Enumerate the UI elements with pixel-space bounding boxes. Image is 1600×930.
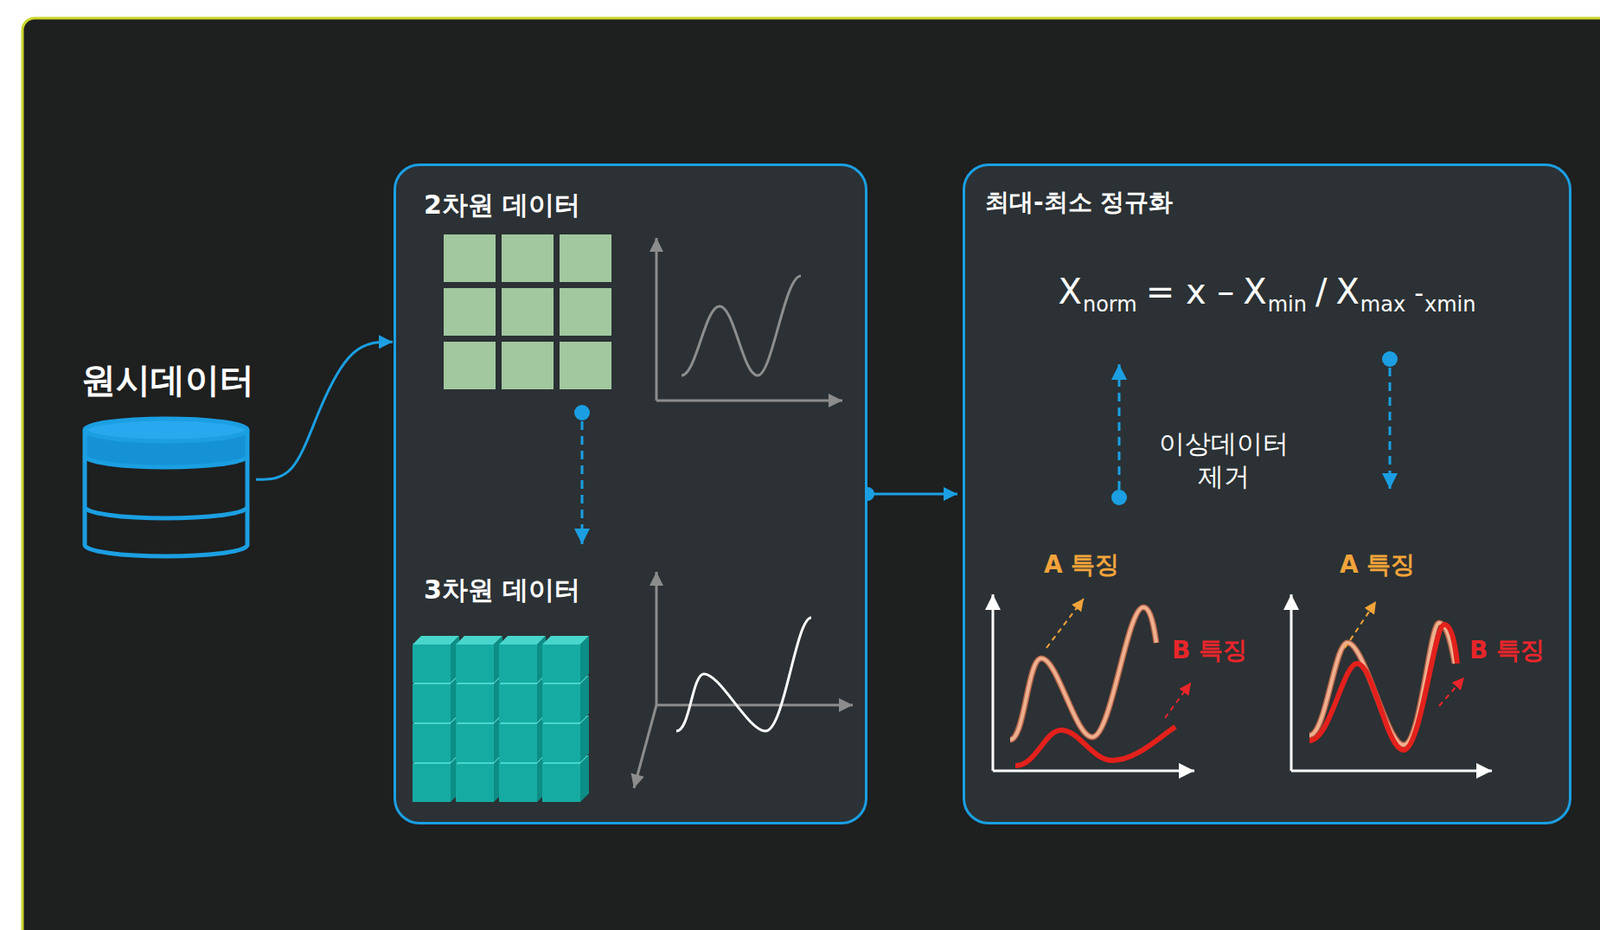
- formula-subscript: norm: [1082, 292, 1138, 318]
- grid-cell: [443, 341, 496, 390]
- cube: [412, 715, 460, 762]
- cube: [542, 715, 589, 762]
- formula-symbol: = x –: [1145, 270, 1236, 313]
- feature-b-curve: [1309, 624, 1458, 750]
- arrow-dot: [574, 404, 590, 421]
- feature-a-curve: [1010, 607, 1157, 740]
- formula-subscript: xmin: [1424, 292, 1476, 318]
- axis-line: [992, 594, 995, 771]
- panel-heading-slot: 3차원 데이터: [423, 574, 581, 606]
- cube: [542, 675, 589, 723]
- axis-line: [1291, 769, 1492, 773]
- axis-line: [655, 571, 659, 705]
- cube: [412, 635, 460, 683]
- grid-cell: [443, 234, 496, 282]
- cylinder-ring: [84, 506, 248, 519]
- leader-line: [1164, 682, 1191, 718]
- flow-arrow: [867, 492, 958, 496]
- feature-label-slot: B 특징: [1171, 635, 1248, 666]
- grid-cell: [559, 234, 612, 282]
- feature-b-curve: [1015, 726, 1176, 766]
- leader-line: [1439, 677, 1465, 706]
- panel-heading-slot: 최대-최소 정규화: [985, 187, 1173, 218]
- node-heading: 원시데이터: [81, 358, 255, 401]
- formula-symbol: /: [1315, 270, 1327, 313]
- axis-line: [656, 399, 843, 403]
- dashed-arrow: [581, 421, 584, 544]
- formula-symbol: -: [1414, 277, 1424, 309]
- cube: [455, 635, 503, 683]
- formula-symbol: X: [1335, 270, 1359, 313]
- formula-symbol: X: [1058, 270, 1082, 313]
- cube-3d: [412, 635, 589, 802]
- wave-curve: [676, 617, 812, 731]
- data-panel: 2차원 데이터 3차원 데이터: [393, 163, 868, 825]
- cube: [412, 755, 460, 802]
- arrow-dot: [1382, 351, 1398, 367]
- dashed-arrow: [1388, 367, 1392, 489]
- data-illustration: [393, 163, 868, 825]
- panel-heading-slot: 2차원 데이터: [423, 189, 581, 221]
- feature-label-slot: B 특징: [1469, 635, 1545, 666]
- cube: [499, 755, 546, 802]
- grid-cell: [501, 341, 554, 390]
- cube: [455, 755, 503, 802]
- cube: [455, 715, 503, 762]
- cube: [499, 715, 546, 762]
- cube: [499, 635, 546, 683]
- feature-a-curve: [1309, 622, 1455, 745]
- normalization-panel: 최대-최소 정규화Xnorm= x –Xmin/Xmax-xmin이상데이터 제…: [962, 163, 1572, 825]
- axis-line: [1290, 594, 1293, 771]
- feature-label-slot: A 특징: [1043, 550, 1120, 580]
- panel-heading: 3차원 데이터: [423, 574, 581, 606]
- cube: [499, 675, 546, 723]
- wave-curve: [681, 275, 801, 376]
- cube: [412, 675, 460, 723]
- feature-a-curve: [1010, 607, 1157, 740]
- cylinder-body: [84, 429, 248, 557]
- feature-label: A 특징: [1339, 550, 1415, 580]
- axis-line: [633, 704, 657, 788]
- normalization-illustration: [962, 163, 1572, 825]
- frame-panel: [22, 18, 1600, 930]
- grid-2d: [443, 234, 612, 390]
- database-node: 원시데이터: [79, 358, 256, 560]
- feature-label: A 특징: [1043, 550, 1120, 580]
- flow-arrow: [256, 341, 393, 480]
- feature-label: B 특징: [1469, 635, 1545, 666]
- cylinder-top: [84, 418, 248, 442]
- feature-label: B 특징: [1171, 635, 1248, 666]
- leader-line: [1344, 601, 1376, 648]
- leader-line: [1046, 598, 1084, 648]
- grid-cell: [443, 288, 496, 336]
- grid-cell: [559, 341, 612, 390]
- dashed-arrow: [1118, 364, 1121, 490]
- grid-cell: [501, 288, 554, 336]
- arrow-dot: [1111, 489, 1127, 506]
- grid-cell: [559, 288, 612, 336]
- node-heading-slot: 원시데이터: [79, 358, 256, 401]
- cube: [455, 675, 503, 723]
- grid-cell: [501, 234, 554, 282]
- axis-line: [656, 704, 853, 707]
- formula-symbol: X: [1242, 270, 1267, 313]
- cube: [542, 755, 589, 802]
- note-text: 이상데이터 제거: [1147, 427, 1300, 493]
- axis-line: [655, 237, 659, 401]
- panel-heading: 2차원 데이터: [423, 189, 581, 221]
- note-text-slot: 이상데이터 제거: [1147, 427, 1300, 493]
- axis-line: [992, 769, 1195, 773]
- feature-a-curve: [1309, 622, 1455, 745]
- formula-subscript: max: [1360, 292, 1406, 318]
- formula-row: Xnorm= x –Xmin/Xmax-xmin: [962, 270, 1572, 318]
- formula-subscript: min: [1267, 292, 1307, 318]
- cube: [542, 635, 589, 683]
- feature-label-slot: A 특징: [1339, 550, 1415, 580]
- panel-heading: 최대-최소 정규화: [985, 187, 1173, 218]
- cylinder-ring: [84, 455, 248, 468]
